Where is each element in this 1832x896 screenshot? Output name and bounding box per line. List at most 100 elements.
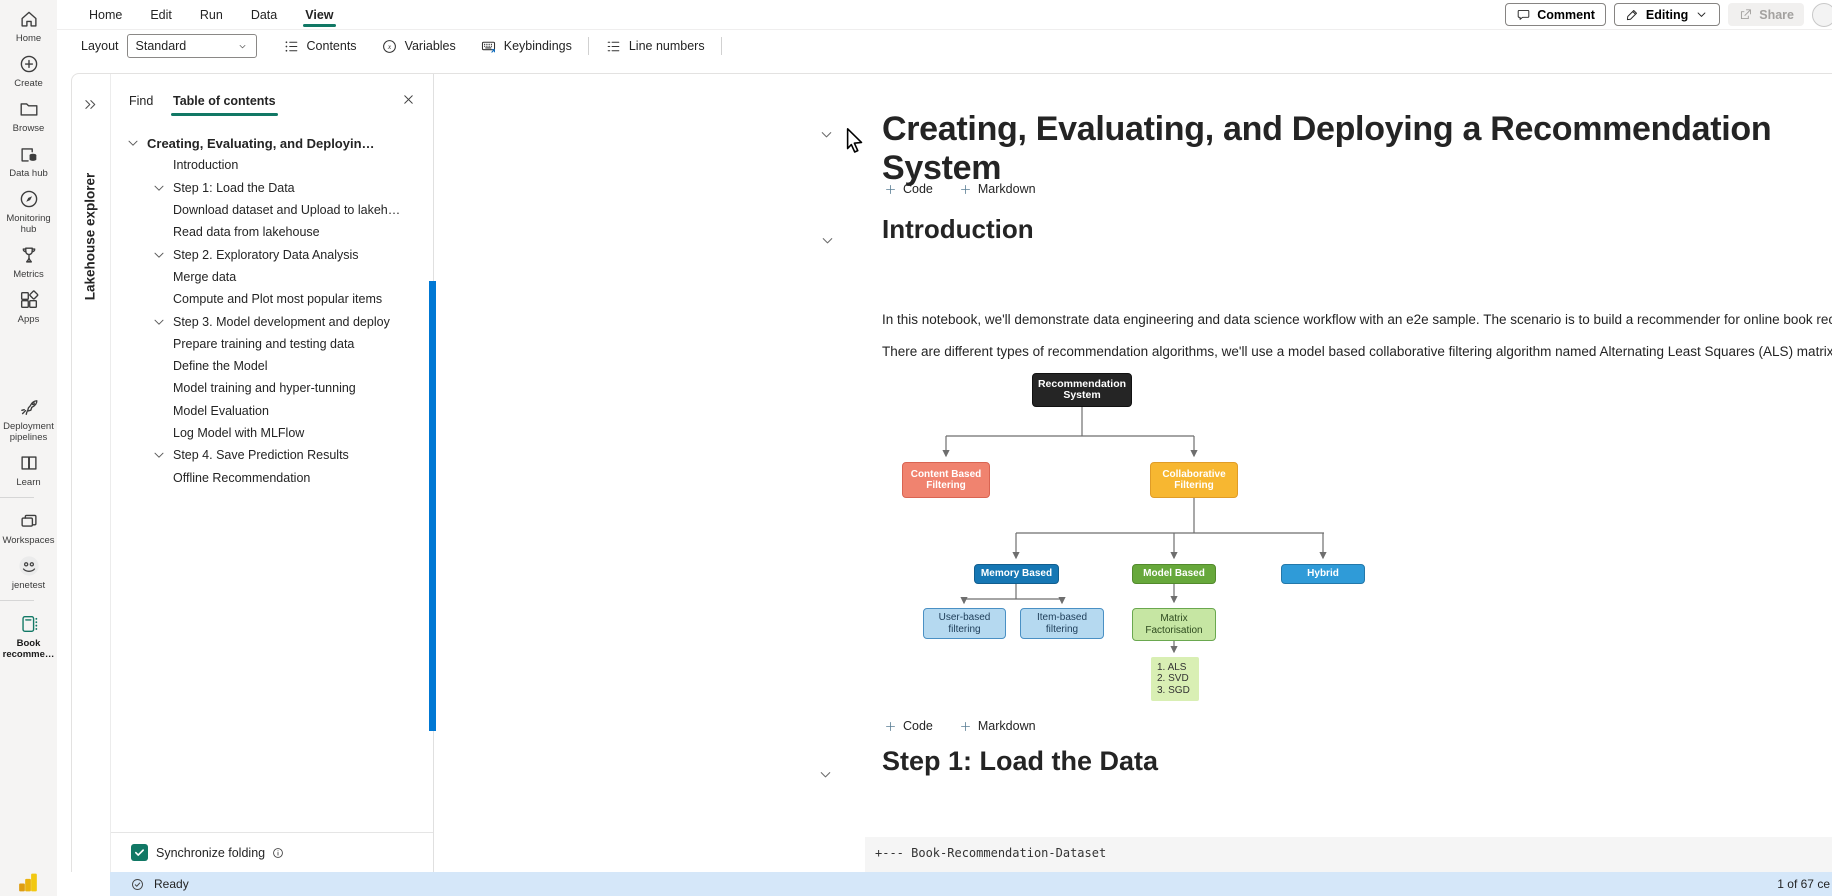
sidebar-item-data-hub[interactable]: Data hub xyxy=(0,143,57,179)
line-numbers-button[interactable]: Line numbers xyxy=(593,30,717,62)
create-icon xyxy=(18,53,40,75)
toc-item-prepare-training-and-testing-data[interactable]: Prepare training and testing data xyxy=(111,333,431,355)
collapse-title-icon[interactable] xyxy=(818,126,835,143)
toc-item-log-model-with-mlflow[interactable]: Log Model with MLFlow xyxy=(111,422,431,444)
collapse-step1-icon[interactable] xyxy=(817,766,834,783)
diagram-edges xyxy=(942,407,1327,654)
monitoring-hub-icon xyxy=(18,188,40,210)
toc-item-define-the-model[interactable]: Define the Model xyxy=(111,355,431,377)
diagram-node-cf: Collaborative Filtering xyxy=(1150,462,1238,498)
sidebar-item-label: Browse xyxy=(12,123,45,134)
variables-icon: x xyxy=(381,38,398,55)
rail-divider xyxy=(0,600,34,601)
toc-item-compute-and-plot-most-popular-items[interactable]: Compute and Plot most popular items xyxy=(111,288,431,310)
diagram-node-matrix: Matrix Factorisation xyxy=(1132,608,1216,641)
sidebar-item-browse[interactable]: Browse xyxy=(0,98,57,134)
toc-item-label: Merge data xyxy=(173,269,237,284)
close-icon[interactable] xyxy=(401,92,416,107)
toc-item-model-training-and-hyper-tunning[interactable]: Model training and hyper-tunning xyxy=(111,377,431,399)
menu-item-data[interactable]: Data xyxy=(250,7,278,22)
keybindings-button[interactable]: Keybindings xyxy=(468,30,584,62)
add-markdown-label: Markdown xyxy=(977,182,1036,196)
share-icon xyxy=(1738,7,1753,22)
toc-item-label: Offline Recommendation xyxy=(173,470,311,485)
sidebar-item-monitoring-hub[interactable]: Monitoring hub xyxy=(0,188,57,235)
toc-item-label: Creating, Evaluating, and Deployin… xyxy=(147,135,375,151)
sidebar-item-jenetest[interactable]: jenetest xyxy=(0,555,57,591)
share-button[interactable]: Share xyxy=(1728,3,1804,26)
sidebar-item-label: Deployment pipelines xyxy=(3,421,54,443)
keybindings-icon xyxy=(480,38,497,55)
toc-item-offline-recommendation[interactable]: Offline Recommendation xyxy=(111,466,431,488)
sidebar-item-learn[interactable]: Learn xyxy=(0,452,57,488)
toc-item-creating-evaluating-and-deployin[interactable]: Creating, Evaluating, and Deployin… xyxy=(111,132,431,154)
tab-table-of-contents[interactable]: Table of contents xyxy=(171,94,278,116)
lakehouse-explorer-collapsed: Lakehouse explorer xyxy=(72,74,111,872)
add-cell-row: Code Markdown xyxy=(884,719,1036,733)
sidebar-item-label: Learn xyxy=(16,477,41,488)
keybindings-label: Keybindings xyxy=(503,39,572,53)
chevron-down-icon[interactable] xyxy=(151,447,167,463)
menu-item-home[interactable]: Home xyxy=(89,7,123,22)
menu-item-view[interactable]: View xyxy=(291,0,347,29)
add-markdown-label: Markdown xyxy=(977,719,1036,733)
diagram-node-cbf: Content Based Filtering xyxy=(902,462,990,498)
add-markdown-button[interactable]: Markdown xyxy=(959,719,1036,733)
info-icon[interactable] xyxy=(271,846,285,860)
expand-panel-icon[interactable] xyxy=(82,96,99,113)
sidebar-item-deployment-pipelines[interactable]: Deployment pipelines xyxy=(0,396,57,443)
sidebar-item-book-recomme[interactable]: Book recomme… xyxy=(0,613,57,660)
toc-item-read-data-from-lakehouse[interactable]: Read data from lakehouse xyxy=(111,221,431,243)
plus-icon xyxy=(959,720,972,733)
collapse-intro-icon[interactable] xyxy=(819,232,836,249)
add-code-button[interactable]: Code xyxy=(884,719,933,733)
comment-button[interactable]: Comment xyxy=(1505,3,1606,26)
sidebar-item-create[interactable]: Create xyxy=(0,53,57,89)
toc-item-step-1-load-the-data[interactable]: Step 1: Load the Data xyxy=(111,177,431,199)
toc-item-download-dataset-and-upload-to-lakeh[interactable]: Download dataset and Upload to lakeh… xyxy=(111,199,431,221)
toc-panel: Find Table of contents Creating, Evaluati… xyxy=(111,74,434,872)
sidebar-item-label: Monitoring hub xyxy=(6,213,51,235)
add-code-button[interactable]: Code xyxy=(884,182,933,196)
sidebar-item-apps[interactable]: Apps xyxy=(0,289,57,325)
avatar[interactable] xyxy=(1812,2,1832,27)
avatar-icon xyxy=(18,555,40,577)
toc-item-merge-data[interactable]: Merge data xyxy=(111,266,431,288)
synchronize-folding-checkbox[interactable] xyxy=(131,844,148,861)
chevron-down-icon[interactable] xyxy=(151,314,167,330)
sidebar-item-home[interactable]: Home xyxy=(0,8,57,44)
toc-item-step-3-model-development-and-deploy[interactable]: Step 3. Model development and deploy xyxy=(111,310,431,332)
contents-button[interactable]: Contents xyxy=(271,30,369,62)
editing-mode-button[interactable]: Editing xyxy=(1613,3,1721,26)
menu-item-run[interactable]: Run xyxy=(199,7,223,22)
sidebar-item-workspaces[interactable]: Workspaces xyxy=(0,510,57,546)
toc-item-introduction[interactable]: Introduction xyxy=(111,154,431,176)
svg-text:x: x xyxy=(386,42,391,51)
add-markdown-button[interactable]: Markdown xyxy=(959,182,1036,196)
power-bi-brand: Power BI xyxy=(0,870,57,896)
toc-item-step-2-exploratory-data-analysis[interactable]: Step 2. Exploratory Data Analysis xyxy=(111,243,431,265)
layout-dropdown-value: Standard xyxy=(135,39,187,53)
tab-find[interactable]: Find xyxy=(129,94,154,108)
toc-tabs: Find Table of contents xyxy=(111,74,433,126)
code-cell-text: +--- Book-Recommendation-Dataset xyxy=(875,846,1107,860)
diagram-node-user: User-based filtering xyxy=(923,608,1006,639)
sidebar-item-metrics[interactable]: Metrics xyxy=(0,244,57,280)
toc-item-step-4-save-prediction-results[interactable]: Step 4. Save Prediction Results xyxy=(111,444,431,466)
notebook-scrollbar[interactable] xyxy=(429,281,436,731)
toc-item-model-evaluation[interactable]: Model Evaluation xyxy=(111,400,431,422)
menu-item-edit[interactable]: Edit xyxy=(150,7,172,22)
chevron-down-icon[interactable] xyxy=(151,180,167,196)
chevron-down-icon[interactable] xyxy=(151,247,167,263)
toc-item-label: Step 1: Load the Data xyxy=(173,180,295,195)
layout-dropdown[interactable]: Standard xyxy=(126,34,257,58)
pencil-icon xyxy=(1625,7,1640,22)
code-cell[interactable]: +--- Book-Recommendation-Dataset xyxy=(865,837,1832,872)
diagram-node-root: Recommendation System xyxy=(1032,373,1132,407)
add-cell-row: Code Markdown xyxy=(884,182,1036,196)
chevron-down-icon[interactable] xyxy=(125,135,141,151)
